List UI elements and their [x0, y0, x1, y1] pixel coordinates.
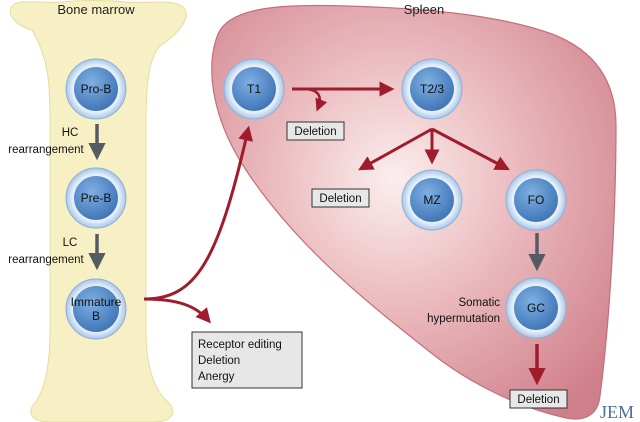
tolerance-box-line-3: Anergy — [198, 371, 235, 383]
deletion-box-t1-text: Deletion — [294, 126, 336, 138]
cell-t1-label: T1 — [247, 82, 261, 96]
cell-t1: T1 — [223, 58, 285, 120]
cell-fo: FO — [505, 169, 567, 231]
arrow-immature-to-t1 — [143, 125, 253, 301]
tolerance-box-line-1: Receptor editing — [198, 339, 282, 351]
somatic-label-1: Somatic — [458, 297, 500, 309]
lc-label-2: rearrangement — [8, 254, 84, 266]
tolerance-box-line-2: Deletion — [198, 355, 240, 367]
jem-logo: JEM — [600, 402, 634, 422]
lc-label-1: LC — [63, 237, 78, 249]
cell-fo-label: FO — [528, 193, 545, 207]
arrow-immature-to-tolerance — [143, 297, 211, 324]
spleen-title: Spleen — [404, 2, 444, 17]
cell-immature-b-label-1: Immature — [71, 295, 122, 309]
tolerance-box: Receptor editing Deletion Anergy — [191, 331, 303, 389]
cell-t2-3: T2/3 — [401, 58, 463, 120]
bone-marrow-title: Bone marrow — [57, 2, 135, 17]
deletion-box-t23: Deletion — [311, 188, 370, 208]
somatic-label-2: hypermutation — [427, 313, 500, 325]
cell-mz-label: MZ — [423, 193, 440, 207]
cell-mz: MZ — [401, 169, 463, 231]
cell-pro-b-label: Pro-B — [81, 82, 112, 96]
deletion-box-t1: Deletion — [286, 121, 345, 141]
arrow-t23-to-deletion — [358, 127, 433, 171]
hc-label-1: HC — [62, 127, 79, 139]
cell-gc: GC — [505, 277, 567, 339]
deletion-box-gc: Deletion — [509, 389, 568, 409]
cell-pre-b-label: Pre-B — [81, 191, 112, 205]
cell-gc-label: GC — [527, 301, 545, 315]
cell-pre-b: Pre-B — [65, 167, 127, 229]
deletion-box-t23-text: Deletion — [319, 193, 361, 205]
arrow-t23-to-fo — [431, 127, 510, 171]
deletion-box-gc-text: Deletion — [517, 394, 559, 406]
hc-label-2: rearrangement — [8, 144, 84, 156]
cell-pro-b: Pro-B — [65, 58, 127, 120]
cell-immature-b-label-2: B — [92, 309, 100, 323]
cell-immature-b: Immature B — [65, 278, 127, 340]
cell-t2-3-label: T2/3 — [420, 82, 444, 96]
arrow-t1-to-deletion — [305, 87, 328, 112]
